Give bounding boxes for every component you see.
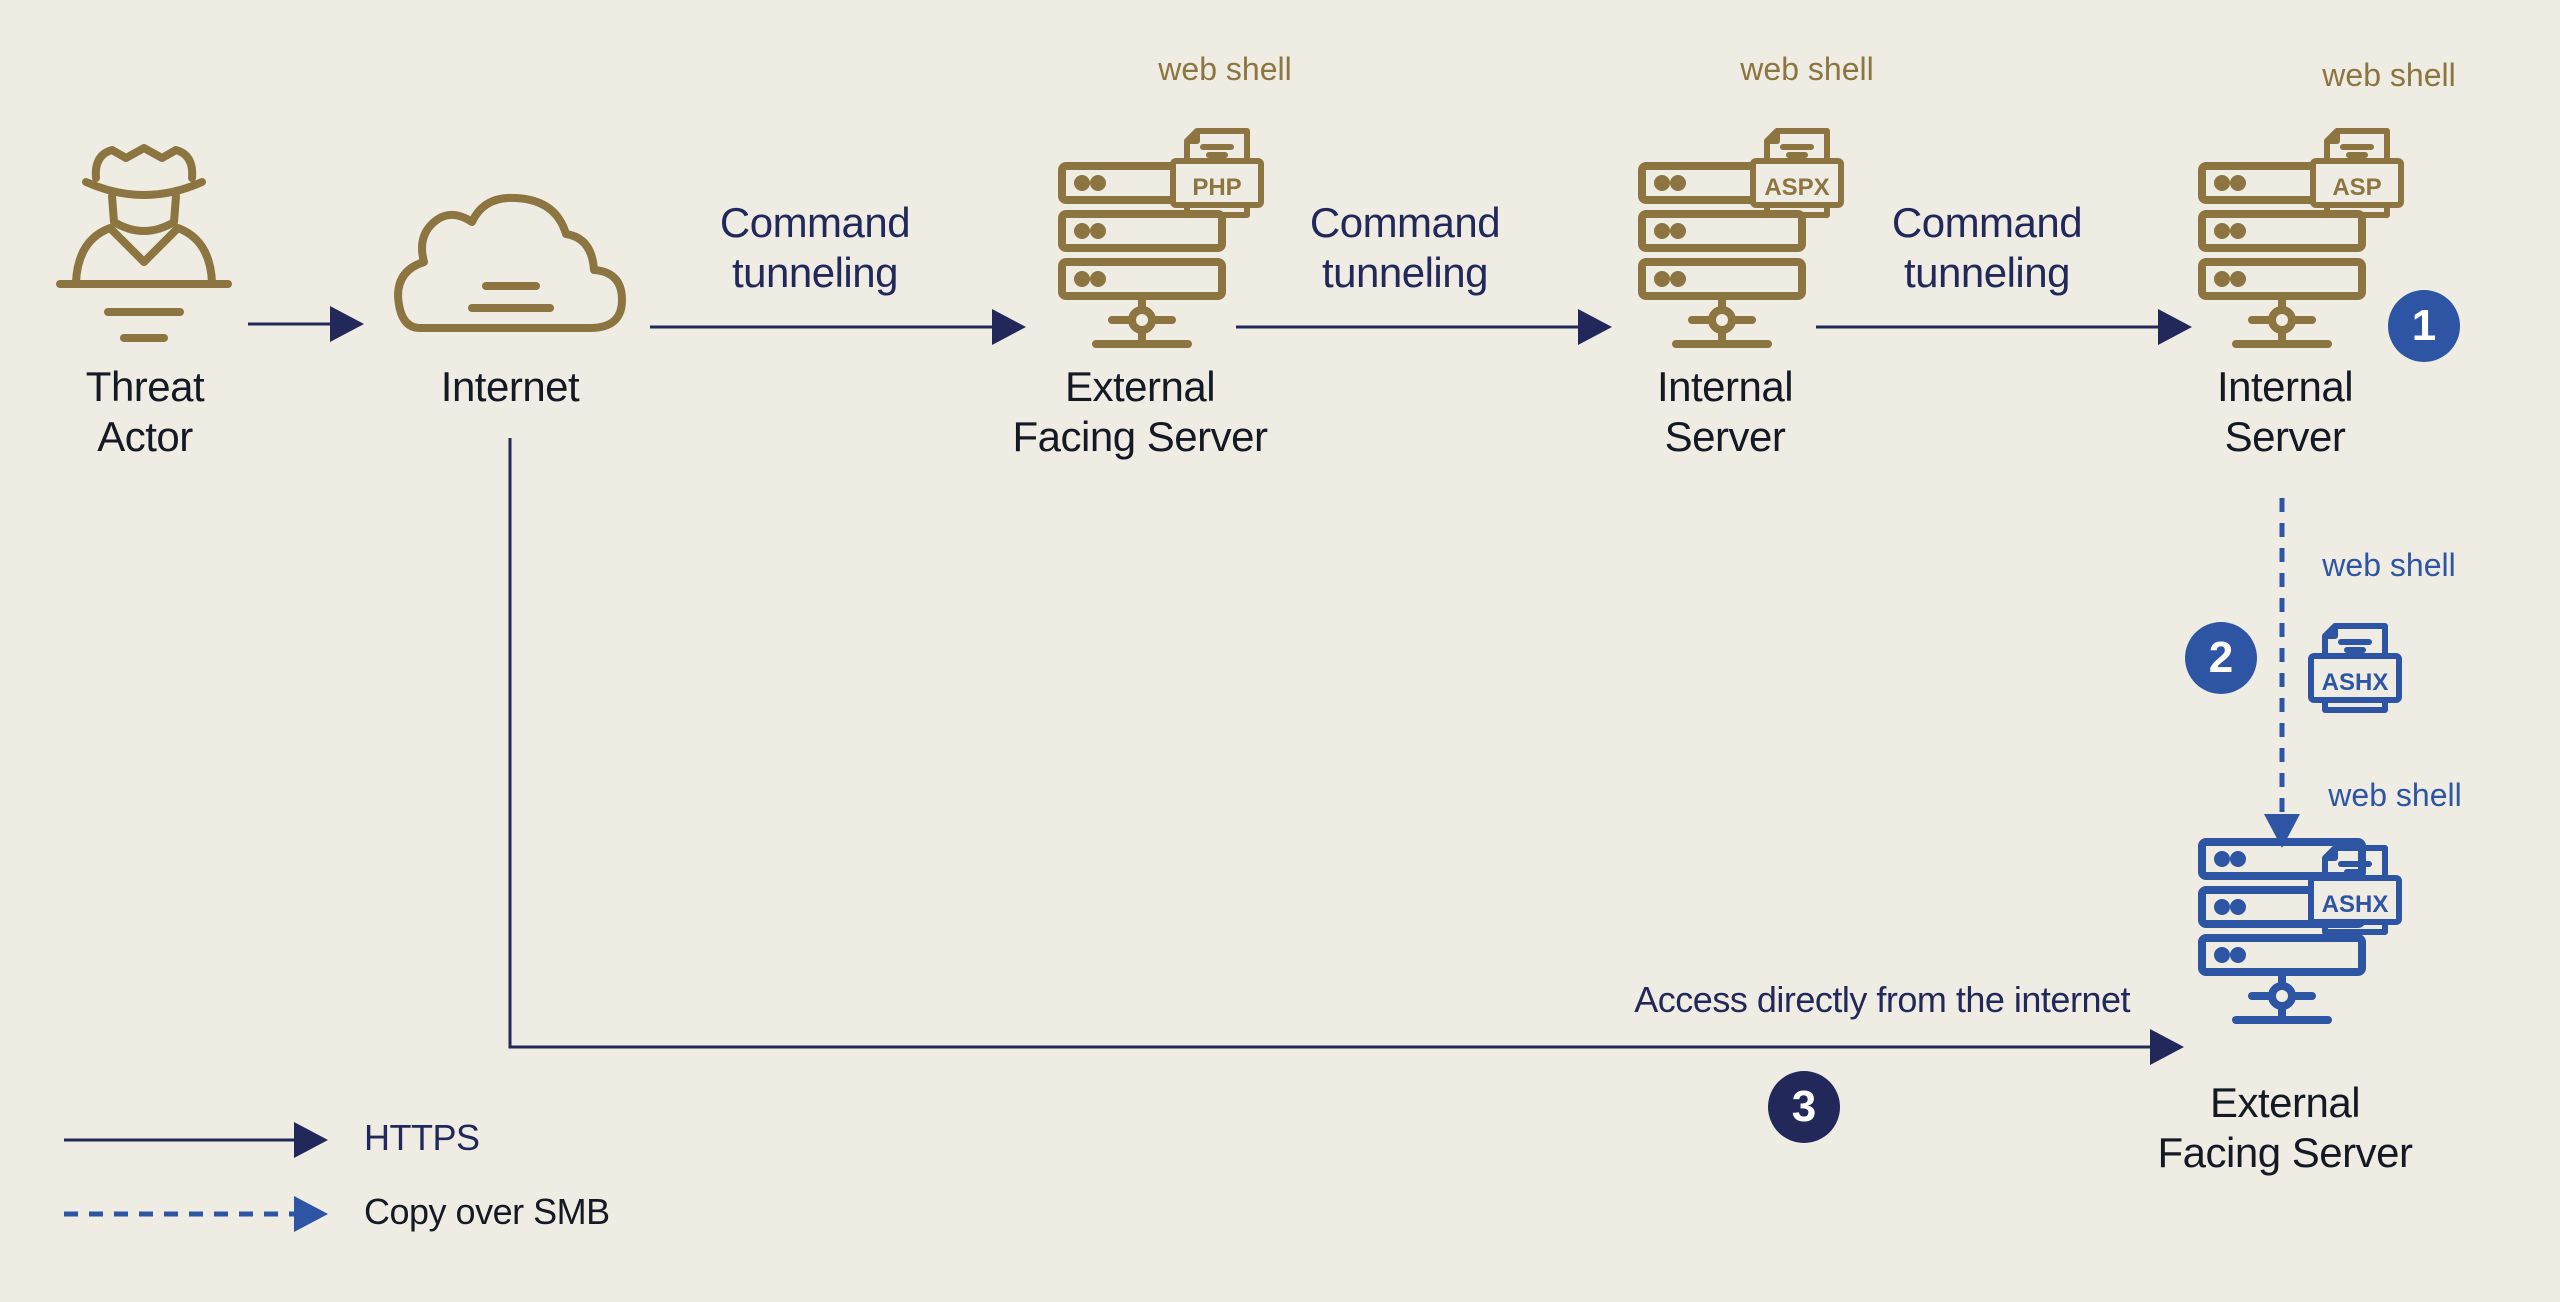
external-server-label: External Facing Server	[1012, 363, 1268, 461]
threat-actor-label: Threat Actor	[85, 363, 205, 461]
arrow-internal-to-internal-server	[1816, 309, 2192, 345]
web-shell-ashx-transfer-icon: ASHX	[2311, 626, 2399, 710]
arrow-internet-to-external-server	[650, 309, 1026, 345]
svg-text:ASP: ASP	[2332, 174, 2381, 201]
access-directly-label: Access directly from the internet	[1634, 979, 2130, 1020]
command-tunneling-label: Command tunneling	[1891, 199, 2083, 297]
legend-smb-line	[64, 1196, 328, 1232]
command-tunneling-label: Command tunneling	[719, 199, 911, 297]
web-shell-ashx-icon: ASHX	[2311, 848, 2399, 932]
cloud-icon	[394, 193, 626, 332]
legend-smb-label: Copy over SMB	[364, 1191, 610, 1232]
external-server-label: External Facing Server	[2157, 1079, 2413, 1177]
web-shell-label: web shell	[2322, 57, 2456, 93]
step-badge-2: 2	[2185, 622, 2257, 694]
svg-text:PHP: PHP	[1192, 174, 1241, 201]
threat-actor-icon	[56, 144, 232, 342]
arrow-external-to-internal-server	[1236, 309, 1612, 345]
web-shell-asp-icon: ASP	[2313, 131, 2401, 215]
step-badge-1: 1	[2388, 290, 2460, 362]
svg-text:ASPX: ASPX	[1764, 174, 1829, 201]
svg-text:ASHX: ASHX	[2322, 669, 2389, 696]
arrow-actor-to-internet	[248, 306, 364, 342]
web-shell-aspx-icon: ASPX	[1753, 131, 1841, 215]
web-shell-label: web shell	[2322, 547, 2456, 583]
svg-text:ASHX: ASHX	[2322, 891, 2389, 918]
step-badge-3: 3	[1768, 1071, 1840, 1143]
arrow-internet-direct-access	[508, 438, 2184, 1065]
legend-https-line	[64, 1122, 328, 1158]
arrow-smb-copy	[2264, 498, 2300, 848]
web-shell-label: web shell	[1158, 51, 1292, 87]
web-shell-label: web shell	[1740, 51, 1874, 87]
web-shell-php-icon: PHP	[1173, 131, 1261, 215]
internal-server-label: Internal Server	[1656, 363, 1794, 461]
legend-https-label: HTTPS	[364, 1117, 480, 1158]
web-shell-label: web shell	[2328, 777, 2462, 813]
internet-label: Internet	[440, 363, 580, 410]
internal-server-label: Internal Server	[2216, 363, 2354, 461]
command-tunneling-label: Command tunneling	[1309, 199, 1501, 297]
